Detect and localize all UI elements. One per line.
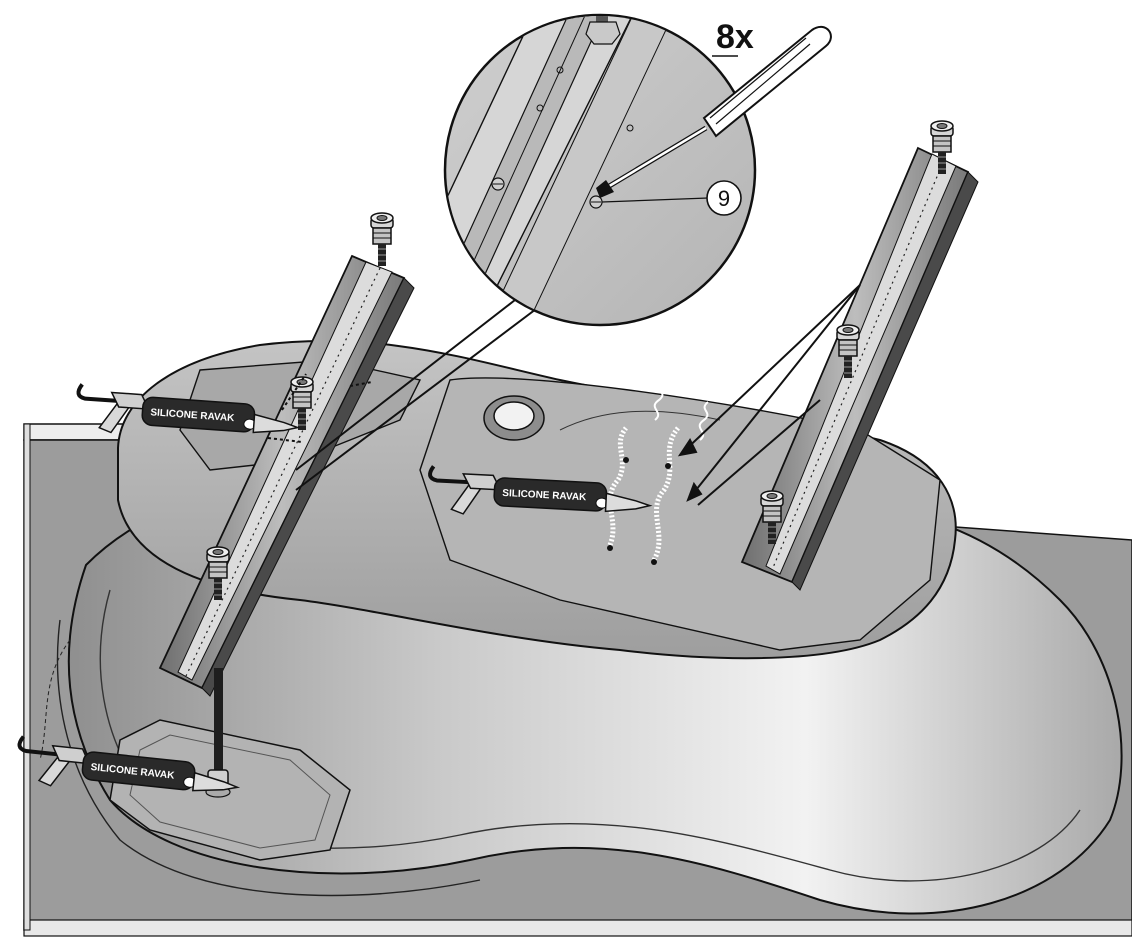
callout-leader-lines (295, 299, 549, 491)
sealant-gun-upper-left: SILICONE RAVAK (73, 382, 302, 448)
drain-icon (483, 395, 545, 441)
sealant-gun-label: SILICONE RAVAK (502, 488, 587, 503)
attachment-arrows (267, 284, 861, 506)
screwdriver-icon (596, 25, 832, 198)
mounting-rail-right (740, 146, 979, 591)
quantity-label: 8x (716, 18, 754, 56)
step-number-badge: 9 (601, 180, 742, 216)
magnifier-callout-icon (443, 13, 757, 327)
adjustable-foot-icon (370, 212, 394, 267)
step-number-label: 9 (718, 186, 730, 211)
sealant-gun-center: SILICONE RAVAK (428, 466, 651, 524)
silicone-beads (607, 381, 709, 565)
sealant-gun-lower-left: SILICONE RAVAK (13, 734, 243, 808)
